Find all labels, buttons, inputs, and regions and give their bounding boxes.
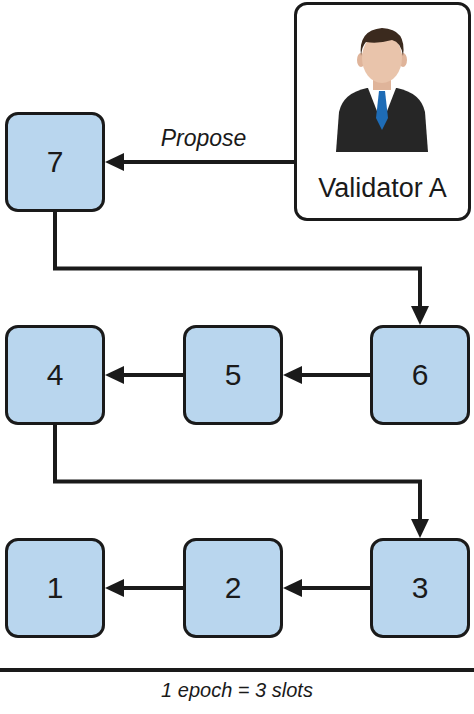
slot-box: 1 <box>5 538 105 638</box>
chain-arrow <box>113 160 294 164</box>
slot-number: 1 <box>47 571 64 605</box>
chain-arrow <box>55 425 420 530</box>
epoch-rule <box>0 668 474 672</box>
chain-arrow <box>55 212 420 317</box>
epoch-note: 1 epoch = 3 slots <box>0 679 474 702</box>
chain-arrow <box>291 373 370 377</box>
chain-arrow <box>113 373 183 377</box>
edge-label: Propose <box>161 125 247 152</box>
slot-box: 2 <box>183 538 283 638</box>
slot-number: 7 <box>47 145 64 179</box>
validator-box: Validator A <box>294 2 471 221</box>
slot-box: 7 <box>5 112 105 212</box>
chain-arrow <box>113 586 183 590</box>
slot-box: 5 <box>183 325 283 425</box>
slot-box: 6 <box>370 325 470 425</box>
slot-number: 4 <box>47 358 64 392</box>
slot-number: 6 <box>412 358 429 392</box>
slot-number: 3 <box>412 571 429 605</box>
chain-arrow <box>291 586 370 590</box>
validator-name: Validator A <box>318 173 447 204</box>
slot-number: 5 <box>225 358 242 392</box>
slot-box: 3 <box>370 538 470 638</box>
slot-number: 2 <box>225 571 242 605</box>
slot-box: 4 <box>5 325 105 425</box>
